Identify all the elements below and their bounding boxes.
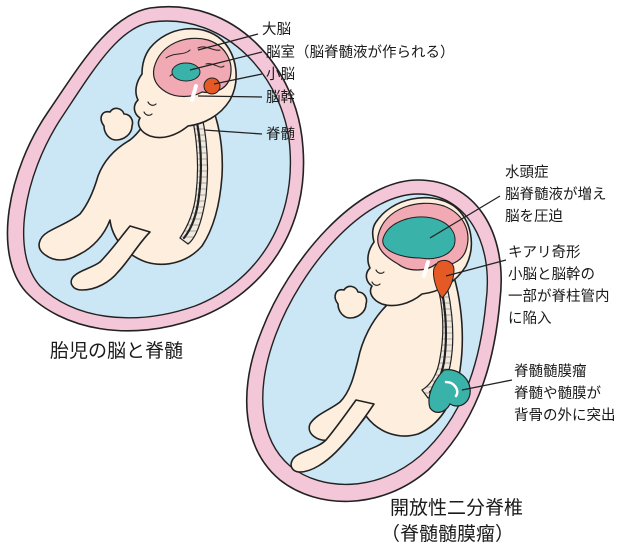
svg-text:一部が脊柱管内: 一部が脊柱管内	[508, 288, 610, 305]
svg-text:小脳と脳幹の: 小脳と脳幹の	[508, 265, 595, 283]
svg-text:水頭症: 水頭症	[505, 164, 549, 181]
svg-text:背骨の外に突出: 背骨の外に突出	[514, 407, 616, 424]
label-ventricle: 脳室（脳脊髄液が作られる）	[266, 44, 455, 61]
svg-text:に陥入: に陥入	[508, 310, 552, 327]
svg-text:脳脊髄液が増え: 脳脊髄液が増え	[505, 186, 607, 203]
label-hydrocephalus: 水頭症 脳脊髄液が増え 脳を圧迫	[505, 164, 607, 225]
normal-cerebellum	[204, 78, 220, 94]
label-myelomeningocele: 脊髄髄膜瘤 脊髄や髄膜が 背骨の外に突出	[514, 363, 616, 424]
svg-text:脳を圧迫: 脳を圧迫	[505, 208, 563, 225]
label-cerebellum: 小脳	[266, 66, 295, 83]
label-spinal-cord: 脊髄	[266, 126, 295, 143]
label-brainstem: 脳幹	[266, 88, 295, 106]
svg-text:脊髄や髄膜が: 脊髄や髄膜が	[514, 385, 601, 402]
caption-spina-bifida: 開放性二分脊椎	[390, 497, 523, 519]
normal-ventricle	[172, 63, 200, 81]
label-cerebrum: 大脳	[262, 21, 291, 38]
label-chiari-malformation: キアリ奇形 小脳と脳幹の 一部が脊柱管内 に陥入	[508, 244, 610, 327]
svg-text:脊髄髄膜瘤: 脊髄髄膜瘤	[514, 363, 587, 380]
caption-myelomeningocele: （脊髄髄膜瘤）	[381, 523, 514, 545]
caption-normal: 胎児の脳と脊髄	[50, 340, 183, 362]
normal-fetus-illustration	[7, 7, 303, 331]
svg-text:キアリ奇形: キアリ奇形	[508, 244, 581, 261]
